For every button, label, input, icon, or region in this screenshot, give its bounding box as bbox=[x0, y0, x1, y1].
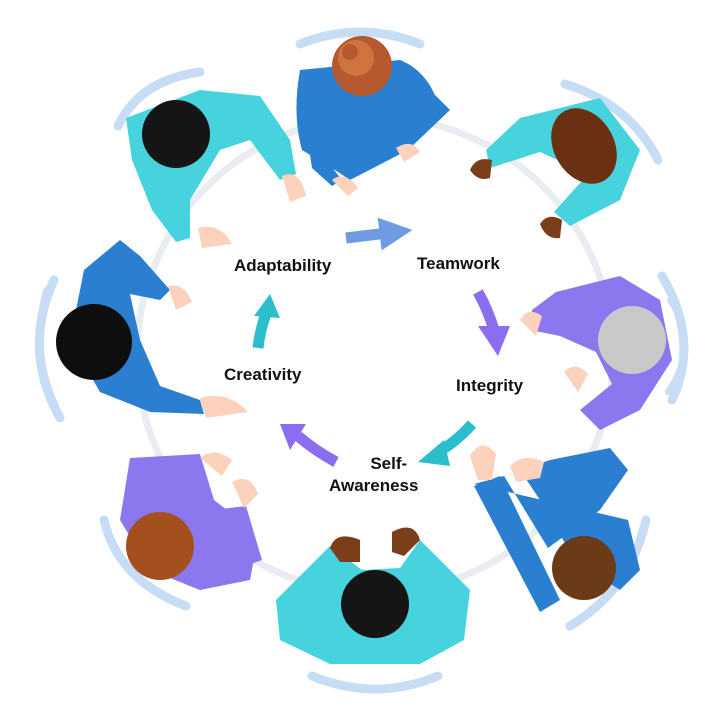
label-adaptability: Adaptability bbox=[234, 256, 332, 275]
hand bbox=[200, 452, 232, 476]
hand bbox=[470, 445, 496, 480]
person-right bbox=[520, 271, 689, 430]
person-top-left bbox=[113, 67, 306, 248]
arrow-self-awareness-to-creativity bbox=[294, 431, 339, 467]
chair-back bbox=[295, 27, 425, 49]
arrow-adaptability-to-teamwork bbox=[345, 217, 413, 251]
head bbox=[126, 512, 194, 580]
label-self-line2: Awareness bbox=[329, 476, 419, 495]
person-bottom bbox=[276, 527, 470, 694]
hand bbox=[232, 478, 258, 508]
person-bottom-left bbox=[99, 452, 262, 611]
hand bbox=[168, 285, 192, 310]
label-creativity: Creativity bbox=[224, 365, 302, 384]
label-integrity: Integrity bbox=[456, 376, 524, 395]
hand bbox=[396, 143, 420, 162]
hand bbox=[392, 527, 420, 556]
head bbox=[142, 100, 210, 168]
person-bottom-right bbox=[470, 445, 651, 631]
hand bbox=[200, 395, 248, 418]
label-self-line1: Self- bbox=[370, 454, 408, 473]
head bbox=[56, 304, 132, 380]
person-top-right bbox=[470, 79, 663, 239]
person-top bbox=[295, 27, 450, 196]
hand bbox=[330, 536, 360, 562]
hand bbox=[332, 176, 358, 196]
head bbox=[552, 536, 616, 600]
hand bbox=[540, 216, 562, 239]
hand bbox=[198, 226, 232, 248]
person-left bbox=[34, 240, 248, 423]
chair-back bbox=[560, 79, 663, 165]
hand bbox=[510, 457, 544, 482]
chair-back bbox=[307, 671, 443, 694]
hand bbox=[282, 174, 306, 202]
cycle-arrows bbox=[252, 217, 510, 467]
chair-back bbox=[113, 67, 205, 131]
head bbox=[598, 306, 666, 374]
label-self-awareness: Self- Awareness bbox=[329, 453, 418, 497]
hand bbox=[520, 311, 542, 336]
chair-back bbox=[99, 515, 191, 611]
head bbox=[341, 570, 409, 638]
hand bbox=[564, 366, 588, 392]
label-teamwork: Teamwork bbox=[417, 254, 500, 273]
head bbox=[551, 108, 617, 184]
hand bbox=[470, 159, 492, 179]
